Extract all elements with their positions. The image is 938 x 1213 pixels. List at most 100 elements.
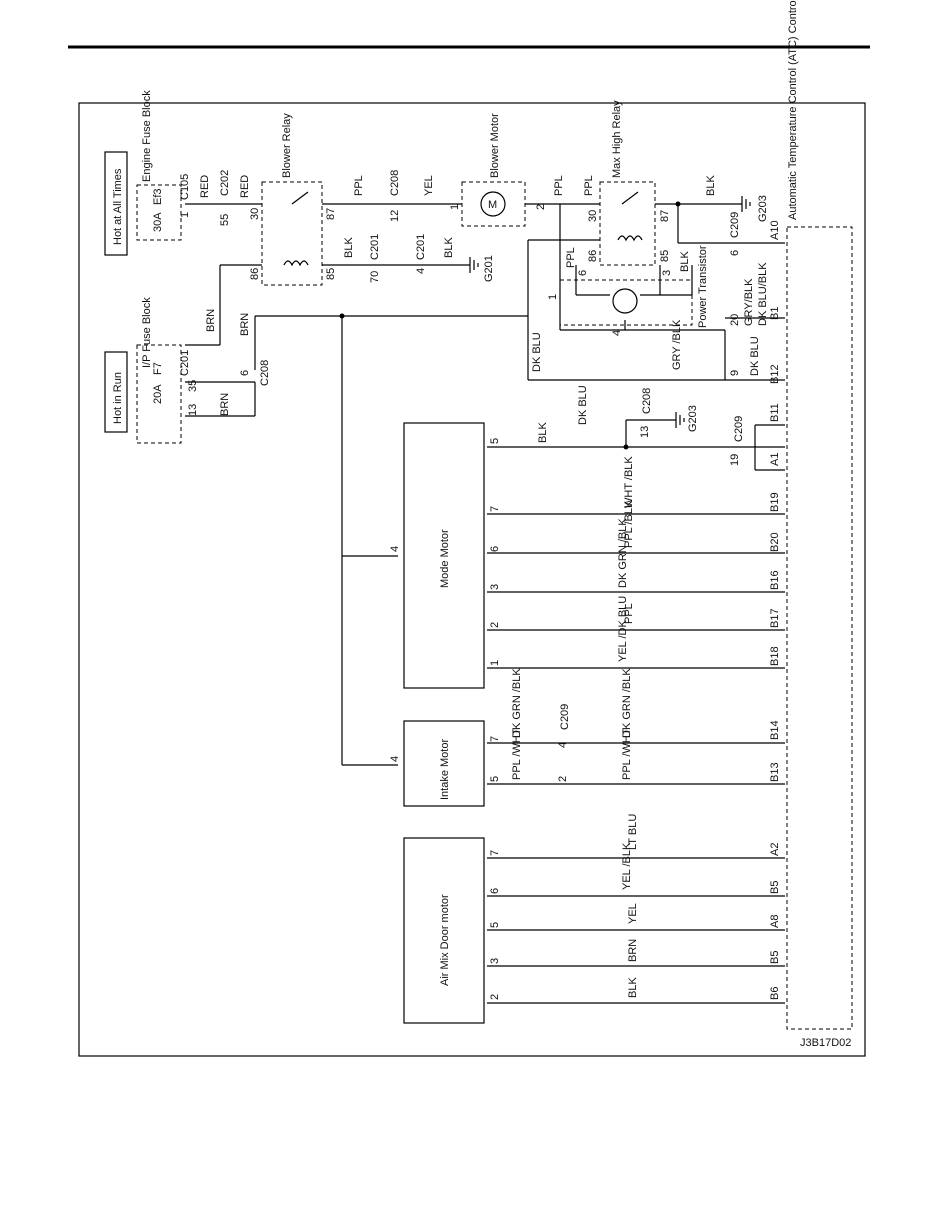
engine-fuse-block-box <box>136 184 182 241</box>
power-transistor-box <box>559 279 693 326</box>
engine-fuse-block-label: Engine Fuse Block <box>141 90 153 182</box>
blower-motor-label: Blower Motor <box>489 113 501 178</box>
max-high-relay-box <box>599 181 656 266</box>
pin-dk-9: 9 <box>729 370 741 376</box>
power-transistor-label: Power Transistor <box>697 245 709 328</box>
atc-controller-box <box>786 226 853 1030</box>
c201-label-2: C201 <box>415 234 427 260</box>
wire-ppl-blk: PPL /BLK <box>623 500 635 548</box>
wire-network <box>185 196 785 1004</box>
pin-relay-86: 86 <box>249 268 261 280</box>
c209-label-2: C209 <box>733 416 745 442</box>
wire-wht-blk: WHT /BLK <box>623 456 635 508</box>
pin-c209-20: 20 <box>729 314 741 326</box>
pin-mode-1: 1 <box>489 660 501 666</box>
wire-dk-blu-1: DK BLU <box>531 332 543 372</box>
ip-fuse-block-box <box>136 344 182 444</box>
wire-red-1: RED <box>199 175 211 198</box>
hot-in-run-label: Hot in Run <box>112 372 124 424</box>
wire-ppl-1: PPL <box>353 175 365 196</box>
pin-max-85: 85 <box>659 250 671 262</box>
wire-yel-amd: YEL <box>627 903 639 924</box>
pin-b12: B12 <box>769 364 781 384</box>
wire-dk-blu-2: DK BLU <box>577 385 589 425</box>
pin-amd-3: 3 <box>489 958 501 964</box>
c209-label-3: C209 <box>559 704 571 730</box>
pin-amd-7: 7 <box>489 850 501 856</box>
pin-f7-35: 35 <box>187 380 199 392</box>
g201-label: G201 <box>483 255 495 282</box>
g203-label-2: G203 <box>687 405 699 432</box>
wire-brn-1: BRN <box>205 309 217 332</box>
air-mix-door-motor-label: Air Mix Door motor <box>439 894 451 986</box>
pin-max-86: 86 <box>587 250 599 262</box>
pin-max-6: 6 <box>577 270 589 276</box>
pin-b5-a: B5 <box>769 881 781 894</box>
wire-blk-amd: BLK <box>627 977 639 998</box>
wire-blk-mode: BLK <box>537 422 549 443</box>
transistor-symbol <box>612 288 638 314</box>
pin-a8: A8 <box>769 915 781 928</box>
c209-label-1: C209 <box>729 212 741 238</box>
wire-lt-blu: LT BLU <box>627 814 639 850</box>
pin-intake-5: 5 <box>489 776 501 782</box>
air-mix-door-motor-box <box>403 837 485 1024</box>
pin-b18: B18 <box>769 646 781 666</box>
hot-at-all-times-box <box>104 151 128 256</box>
c202-label: C202 <box>219 170 231 196</box>
c201-label-3: C201 <box>179 350 191 376</box>
pin-max-30: 30 <box>587 210 599 222</box>
pin-c208-12: 12 <box>389 210 401 222</box>
pin-c208-13: 13 <box>639 426 651 438</box>
pin-pt-1: 1 <box>547 294 559 300</box>
pin-b6: B6 <box>769 987 781 1000</box>
motor-symbol <box>480 191 506 217</box>
wire-ppl-wht-1: PPL /WHT <box>511 728 523 780</box>
pin-b16: B16 <box>769 570 781 590</box>
blower-motor-box <box>461 181 526 227</box>
max-high-relay-label: Max High Relay <box>611 100 623 178</box>
pin-b5-b: B5 <box>769 951 781 964</box>
pin-mode-3: 3 <box>489 584 501 590</box>
pin-mode-2: 2 <box>489 622 501 628</box>
pin-a10: A10 <box>769 220 781 240</box>
wire-ppl-3: PPL <box>583 175 595 196</box>
pin-b13: B13 <box>769 762 781 782</box>
wire-brn-amd: BRN <box>627 939 639 962</box>
pin-c202-55: 55 <box>219 214 231 226</box>
pin-a2: A2 <box>769 843 781 856</box>
pin-amd-2: 2 <box>489 994 501 1000</box>
wire-red-2: RED <box>239 175 251 198</box>
pin-mode-4: 4 <box>389 546 401 552</box>
pin-relay-30: 30 <box>249 208 261 220</box>
pin-c209-6: 6 <box>729 250 741 256</box>
atc-controller-label: Automatic Temperature Control (ATC) Cont… <box>787 0 799 220</box>
pin-b11: B11 <box>769 403 781 422</box>
wire-blk-g201: BLK <box>443 237 455 258</box>
pin-pt-4: 4 <box>611 330 623 336</box>
wire-gry-blk-split: GRY /BLK <box>671 319 683 370</box>
pin-c208-6: 6 <box>239 370 251 376</box>
diagram-frame <box>78 102 866 1057</box>
blower-relay-label: Blower Relay <box>281 113 293 178</box>
c208-label-3: C208 <box>641 388 653 414</box>
pin-b1: B1 <box>769 307 781 320</box>
component-shapes <box>104 151 853 1030</box>
diagram-id: J3B17D02 <box>800 1037 851 1049</box>
c201-label-1: C201 <box>369 234 381 260</box>
pin-intake-4: 4 <box>389 756 401 762</box>
hot-in-run-box <box>104 351 128 433</box>
wire-brn-3: BRN <box>219 393 231 416</box>
c208-label-1: C208 <box>389 170 401 196</box>
wire-dk-blu-blk: DK BLU/BLK <box>757 262 769 326</box>
pin-mode-7: 7 <box>489 506 501 512</box>
pin-motor-1: 1 <box>449 204 461 210</box>
wire-ppl-2: PPL <box>553 175 565 196</box>
mode-motor-label: Mode Motor <box>439 529 451 588</box>
wire-yel-blk: YEL /BLK <box>621 842 633 890</box>
pin-amd-5: 5 <box>489 922 501 928</box>
fuse-f7-name: F7 <box>152 362 164 375</box>
blower-relay-box <box>261 181 323 286</box>
pin-intake-7: 7 <box>489 736 501 742</box>
